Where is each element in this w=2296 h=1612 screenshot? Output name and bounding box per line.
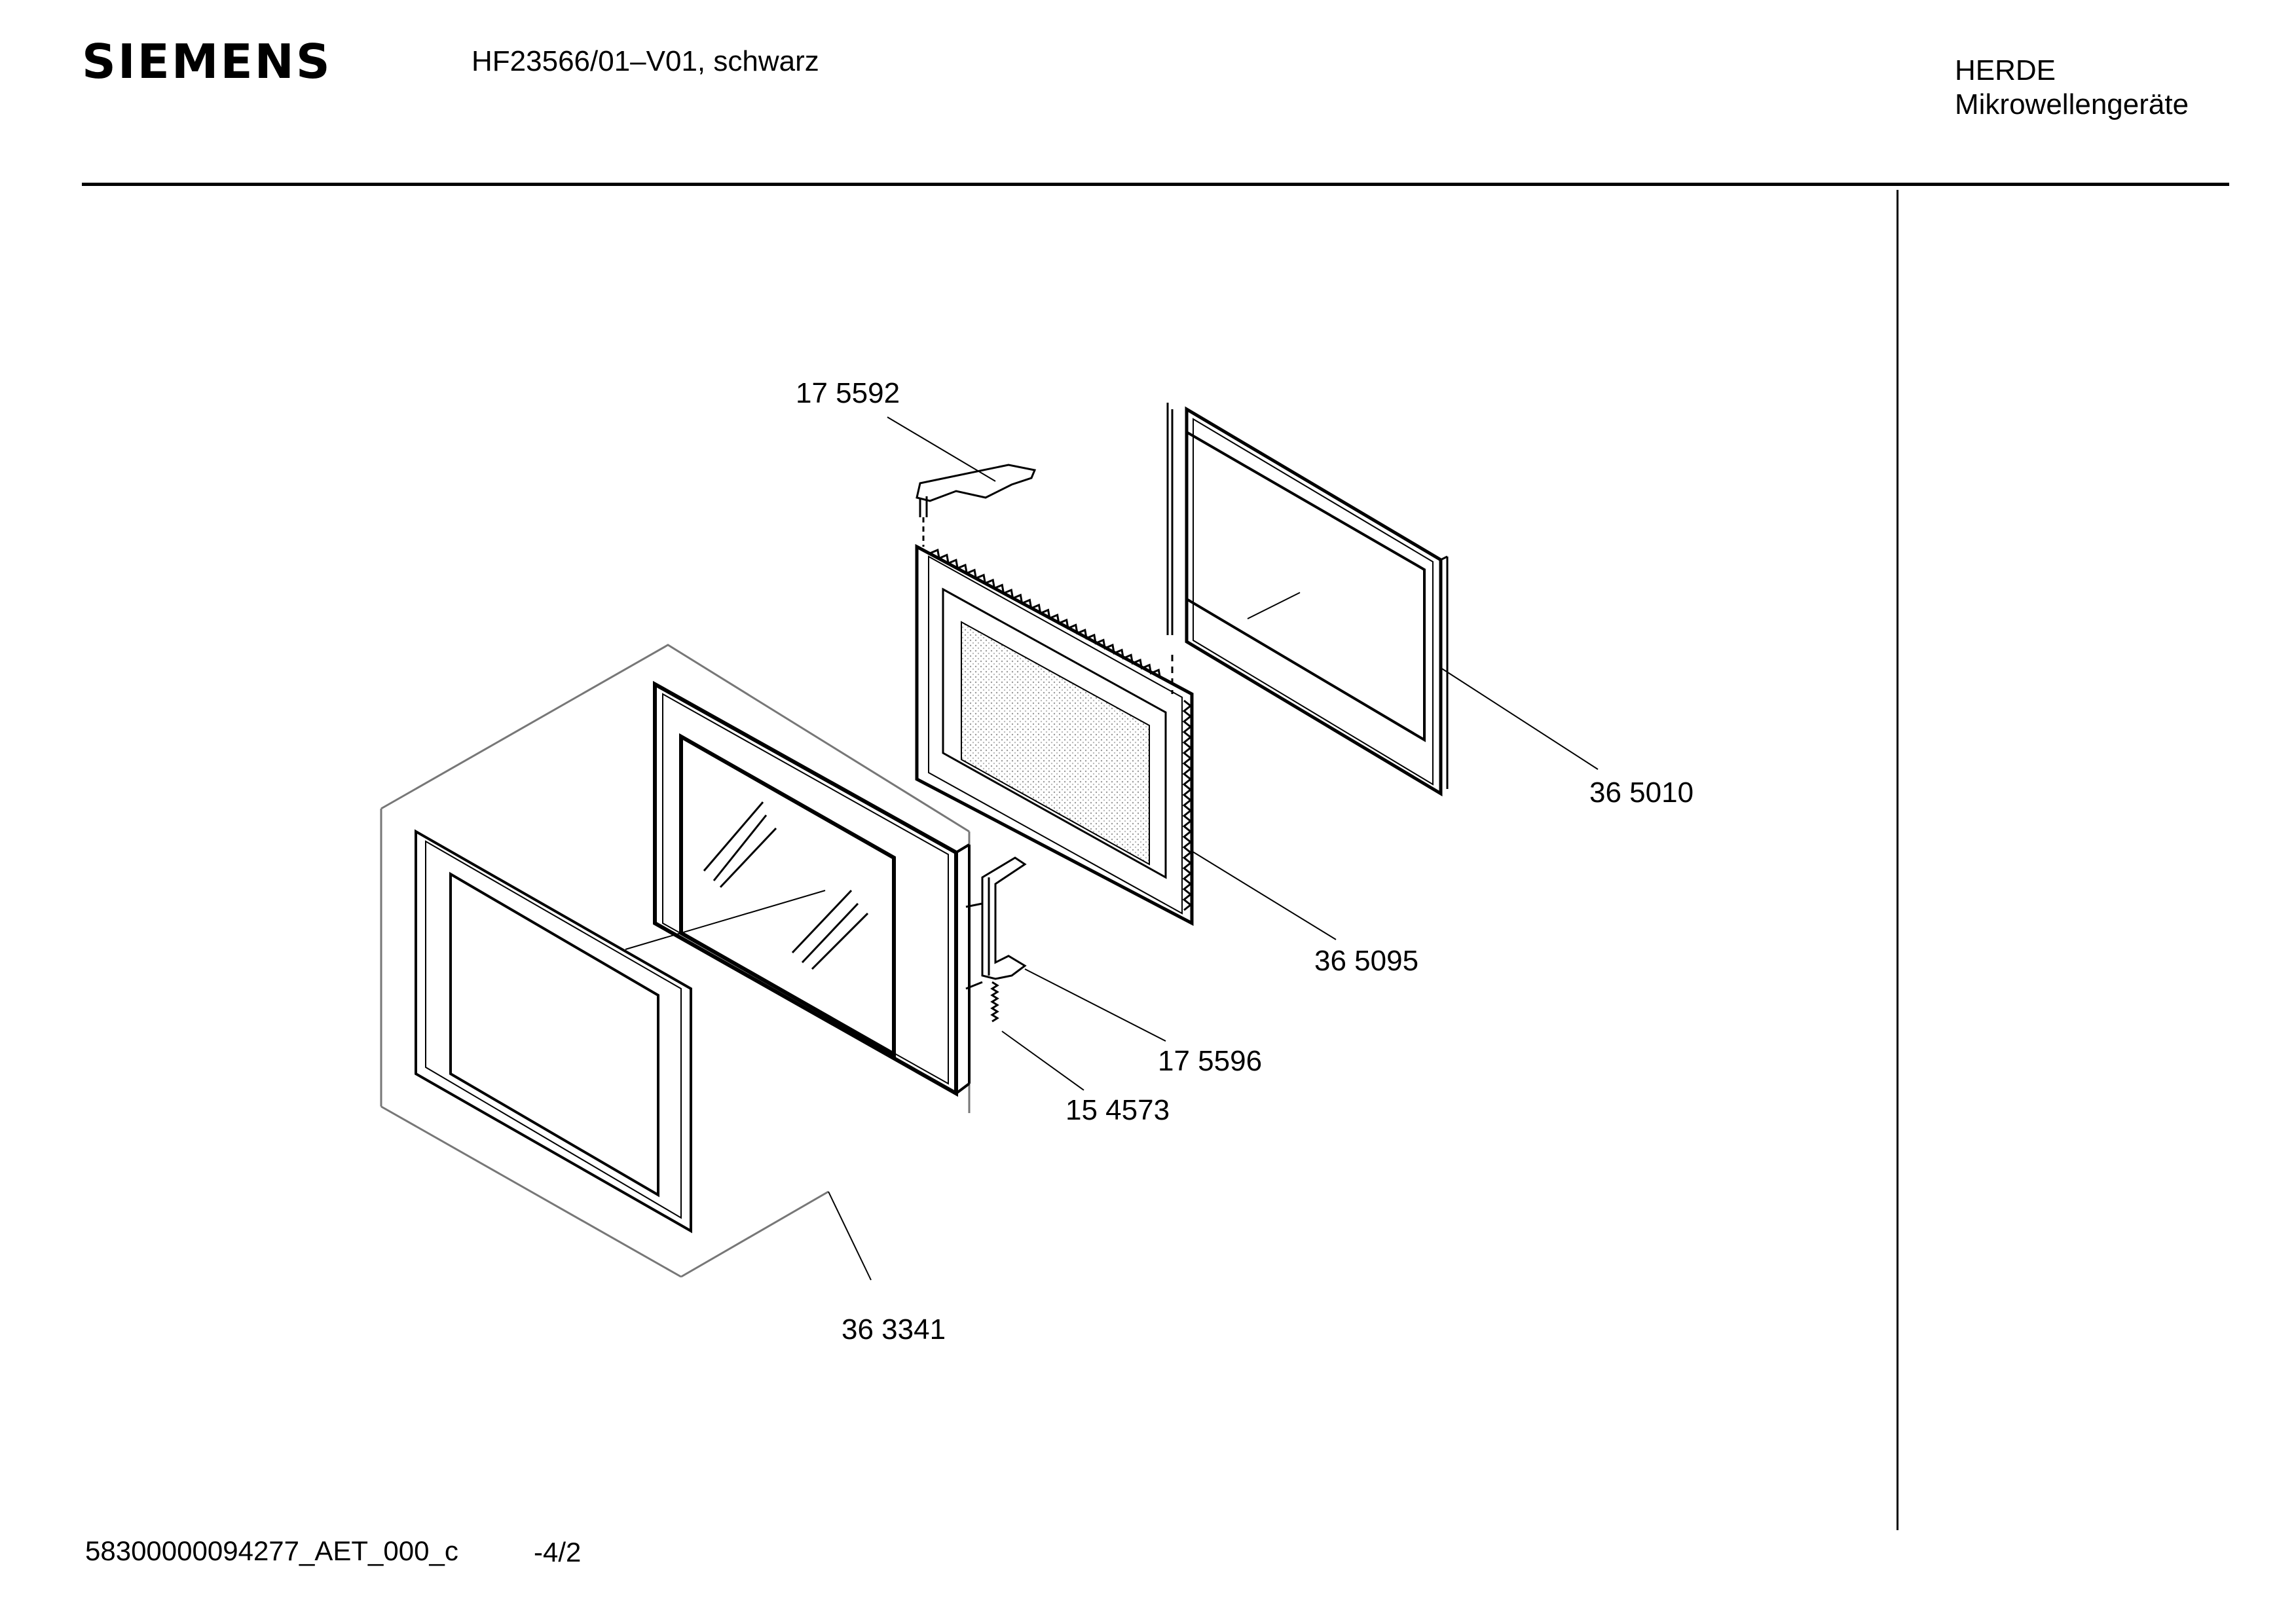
exploded-view-diagram: 17 5592 36 5010 36 5095 17 5596 15 4573 … [380, 377, 1694, 1346]
header-divider [82, 183, 2229, 186]
category-line-1: HERDE [1955, 54, 2056, 86]
brand-logo: SIEMENS [82, 34, 332, 89]
part-label: 15 4573 [1065, 1094, 1170, 1126]
category-line-2: Mikrowellengeräte [1955, 88, 2189, 120]
category-block: HERDE Mikrowellengeräte [1955, 54, 2189, 122]
part-label: 17 5592 [796, 377, 900, 409]
part-175596-hinge [965, 856, 1027, 990]
part-label: 36 5010 [1589, 777, 1694, 809]
part-365095-inner-frame [915, 543, 1194, 926]
page-number: -4/2 [534, 1537, 582, 1567]
part-175592-bracket [916, 464, 1037, 547]
part-label: 36 3341 [842, 1313, 946, 1346]
part-365010-back-frame [1166, 403, 1449, 797]
part-154573-spring [990, 981, 999, 1023]
part-label: 17 5596 [1158, 1045, 1262, 1077]
document-code: 58300000094277_AET_000_c [85, 1535, 458, 1566]
model-number: HF23566/01–V01, schwarz [472, 45, 819, 77]
side-divider [1897, 190, 1898, 1530]
leader-lines [828, 416, 1599, 1281]
part-label: 36 5095 [1314, 945, 1418, 977]
door-glass-panel [625, 680, 971, 1097]
